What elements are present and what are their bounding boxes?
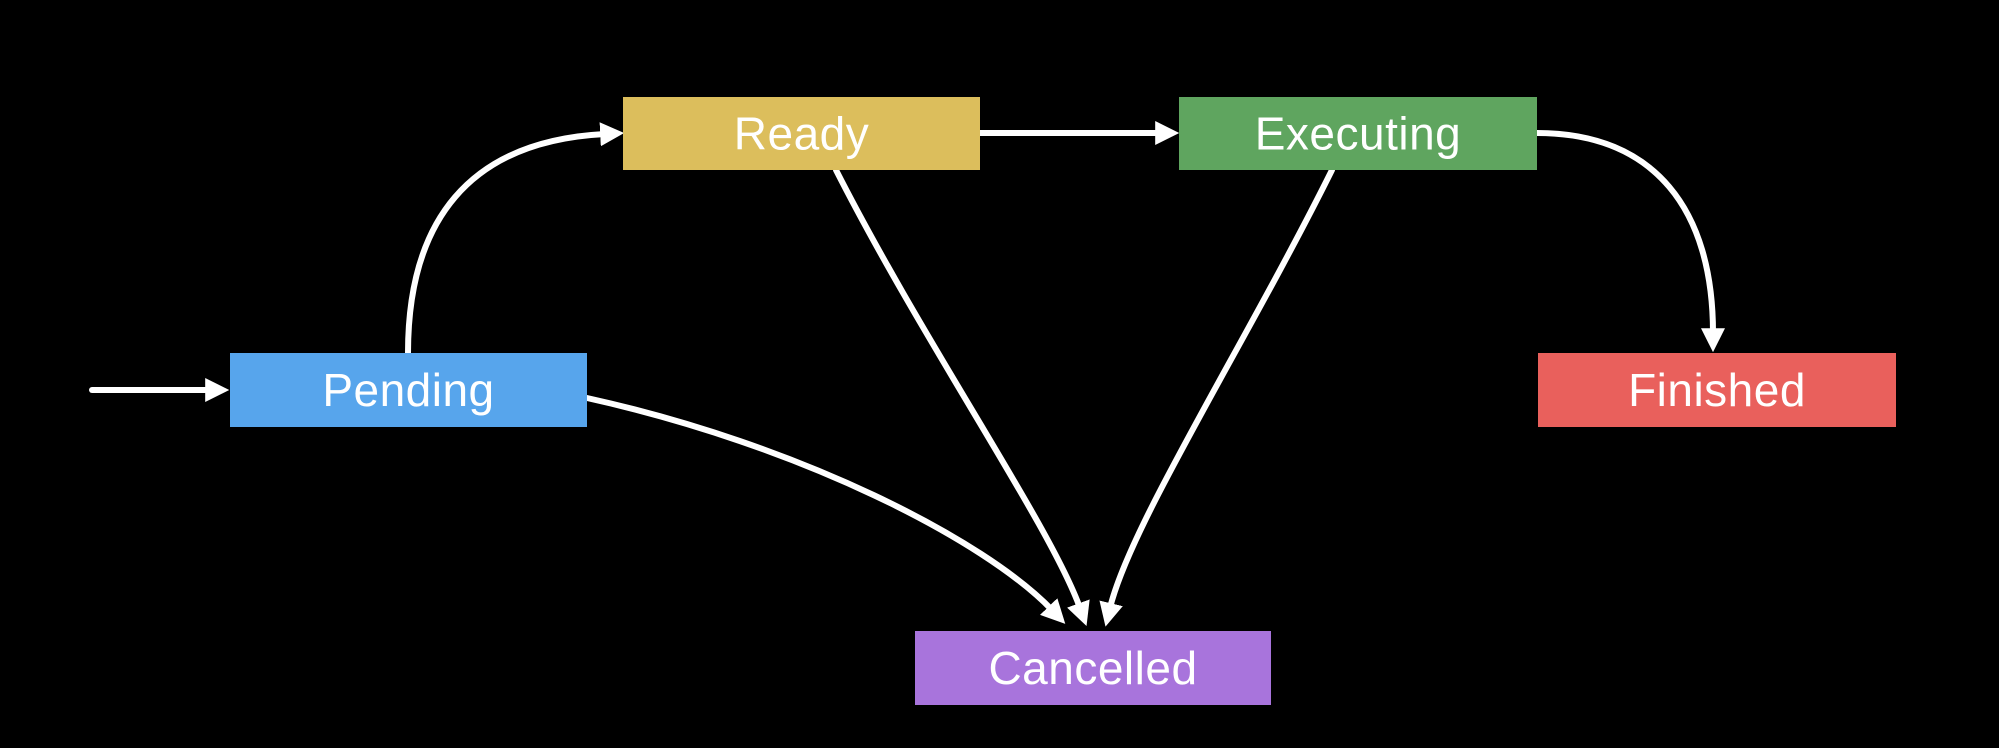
state-label-executing: Executing <box>1255 108 1462 160</box>
state-box-finished <box>1538 353 1896 427</box>
edge-arrow-executing-finished <box>1534 130 1725 353</box>
state-box-ready <box>623 97 980 170</box>
state-box-executing <box>1179 97 1537 170</box>
state-label-cancelled: Cancelled <box>988 642 1197 694</box>
edge-arrow-pending-ready <box>405 122 625 356</box>
state-node-pending: Pending <box>230 353 587 427</box>
state-box-pending <box>230 353 587 427</box>
edge-arrow-pending-cancelled <box>584 395 1066 624</box>
state-label-ready: Ready <box>734 108 869 160</box>
state-node-cancelled: Cancelled <box>915 631 1271 705</box>
state-label-finished: Finished <box>1628 364 1806 416</box>
state-node-ready: Ready <box>623 97 980 170</box>
state-box-cancelled <box>915 631 1271 705</box>
state-label-pending: Pending <box>322 364 494 416</box>
edge-arrow-ready-cancelled <box>833 167 1090 627</box>
state-node-finished: Finished <box>1538 353 1896 427</box>
edges-layer <box>89 121 1725 627</box>
state-node-executing: Executing <box>1179 97 1537 170</box>
edge-arrow-executing-cancelled <box>1099 167 1335 627</box>
